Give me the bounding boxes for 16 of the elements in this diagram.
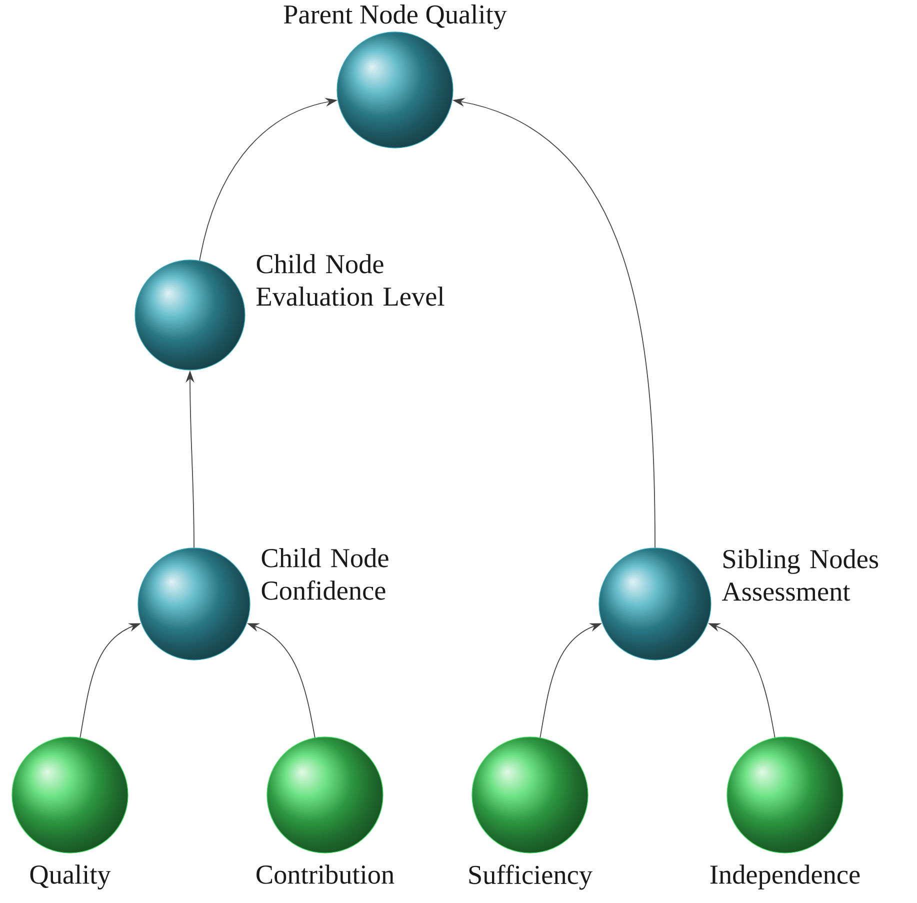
- node-label: Independence: [710, 864, 860, 890]
- sphere-node: Child Node Confidence: [138, 548, 388, 660]
- sphere-node: Contribution: [256, 736, 394, 884]
- node-label: Child Node Confidence: [262, 548, 388, 600]
- node-label: Contribution: [256, 864, 394, 884]
- sphere-node: Child Node Evaluation Level: [134, 254, 444, 370]
- sphere-node: Sufficiency: [469, 736, 592, 890]
- node-label: Child Node Evaluation Level: [256, 254, 444, 306]
- node-label: Quality: [30, 864, 111, 890]
- sphere-node: Parent Node Quality: [284, 4, 507, 148]
- sphere-node: Sibling Nodes Assessment: [598, 548, 878, 660]
- sphere-node: Quality: [12, 736, 128, 890]
- node-label: Parent Node Quality: [284, 4, 507, 30]
- sphere-node: Independence: [710, 736, 860, 890]
- node-label: Sufficiency: [469, 864, 592, 890]
- node-label: Sibling Nodes Assessment: [722, 549, 878, 601]
